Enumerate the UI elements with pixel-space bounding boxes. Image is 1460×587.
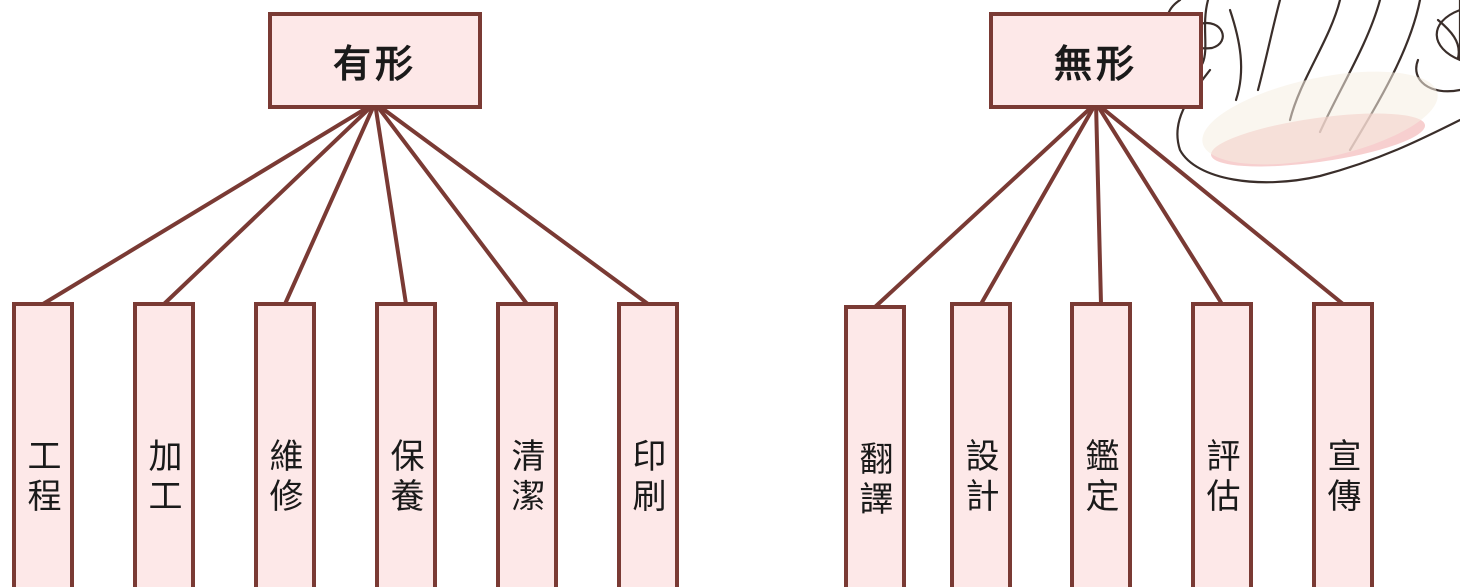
connector-line — [1094, 101, 1224, 306]
leaf-node: 鑑定 — [1070, 302, 1132, 587]
leaf-node: 宣傳 — [1312, 302, 1374, 587]
connector-line — [283, 101, 377, 306]
connector-line — [373, 101, 650, 306]
connector-line — [373, 101, 529, 306]
connector-line — [162, 101, 377, 306]
connector-line — [41, 101, 377, 306]
leaf-node: 翻譯 — [844, 305, 906, 587]
leaf-node: 印刷 — [617, 302, 679, 587]
leaf-node: 保養 — [375, 302, 437, 587]
leaf-node: 加工 — [133, 302, 195, 587]
leaf-node: 清潔 — [496, 302, 558, 587]
leaf-node: 維修 — [254, 302, 316, 587]
connector-line — [1094, 101, 1103, 306]
connector-line — [373, 101, 408, 306]
connector-line — [979, 101, 1098, 306]
root-node-tangible: 有形 — [268, 12, 482, 109]
leaf-node: 評估 — [1191, 302, 1253, 587]
leaf-node: 工程 — [12, 302, 74, 587]
connector-line — [873, 101, 1098, 309]
leaf-node: 設計 — [950, 302, 1012, 587]
connector-line — [1094, 101, 1345, 306]
root-node-intangible: 無形 — [989, 12, 1203, 109]
